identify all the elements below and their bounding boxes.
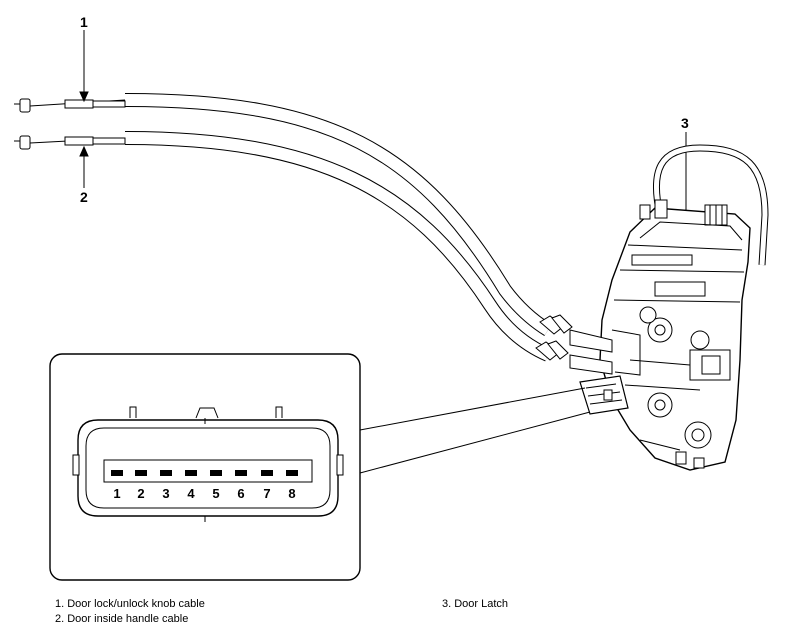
terminal-2 <box>135 470 147 476</box>
pin-label-8: 8 <box>288 486 296 501</box>
callout-1: 1 <box>80 14 88 30</box>
callout-2: 2 <box>80 189 88 205</box>
zoom-lines <box>359 387 591 474</box>
terminal-4 <box>185 470 197 476</box>
legend-item-1: 1. Door lock/unlock knob cable <box>55 598 205 610</box>
pin-label-1: 1 <box>113 486 121 501</box>
legend-item-2: 2. Door inside handle cable <box>55 613 189 625</box>
pin-label-2: 2 <box>137 486 145 501</box>
pin-label-5: 5 <box>212 486 220 501</box>
pin-label-4: 4 <box>187 486 195 501</box>
door-latch <box>569 144 769 471</box>
pin-label-7: 7 <box>263 486 271 501</box>
legend-item-3: 3. Door Latch <box>442 598 509 610</box>
terminal-7 <box>261 470 273 476</box>
callout-leaders <box>79 30 687 228</box>
lock-knob-cable <box>14 93 552 336</box>
cable-boots <box>535 314 573 361</box>
pin-label-3: 3 <box>162 486 170 501</box>
terminal-1 <box>111 470 123 476</box>
callout-3: 3 <box>681 115 689 131</box>
terminal-8 <box>286 470 298 476</box>
inside-handle-cable <box>14 131 551 362</box>
terminal-5 <box>210 470 222 476</box>
pin-label-6: 6 <box>237 486 245 501</box>
terminal-3 <box>160 470 172 476</box>
connector-terminals <box>111 470 298 476</box>
connector-inset <box>49 353 361 581</box>
terminal-6 <box>235 470 247 476</box>
